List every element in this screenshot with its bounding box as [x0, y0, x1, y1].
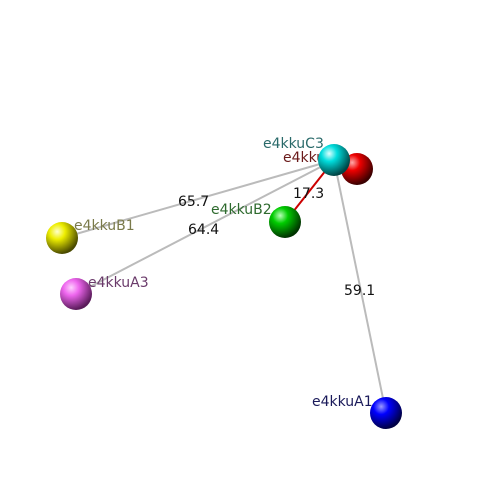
- node-label-e4kkuA3: e4kkuA3: [88, 275, 149, 291]
- node-e4kkuB1[interactable]: [46, 222, 78, 254]
- node-label-e4kkuA1: e4kkuA1: [312, 394, 373, 410]
- distance-label-c3-a1: 59.1: [344, 283, 375, 299]
- node-labels: e4kkuC9 e4kkuA1 e4kkuA3 e4kkuB1 e4kkuB2: [74, 150, 373, 410]
- node-e4kkuC3[interactable]: [318, 144, 350, 176]
- node-label-e4kkuB2: e4kkuB2: [211, 202, 272, 218]
- node-label-e4kkuB1: e4kkuB1: [74, 218, 135, 234]
- node-label-e4kkuC3: e4kkuC3: [263, 136, 324, 152]
- edge-e4kkuC3-e4kkuA3: [75, 159, 335, 295]
- node-e4kkuB2[interactable]: [269, 206, 301, 238]
- edge-e4kkuC3-e4kkuB1: [61, 159, 335, 239]
- edge-e4kkuC3-e4kkuA1: [333, 159, 387, 414]
- node-e4kkuA1[interactable]: [370, 397, 402, 429]
- distance-labels: 65.7 64.4 17.3 59.1: [178, 186, 375, 299]
- distance-label-c3-a3: 64.4: [188, 222, 219, 238]
- distance-label-c3-b1: 65.7: [178, 194, 209, 210]
- node-e4kkuA3[interactable]: [60, 278, 92, 310]
- distance-label-c3-b2: 17.3: [293, 186, 324, 202]
